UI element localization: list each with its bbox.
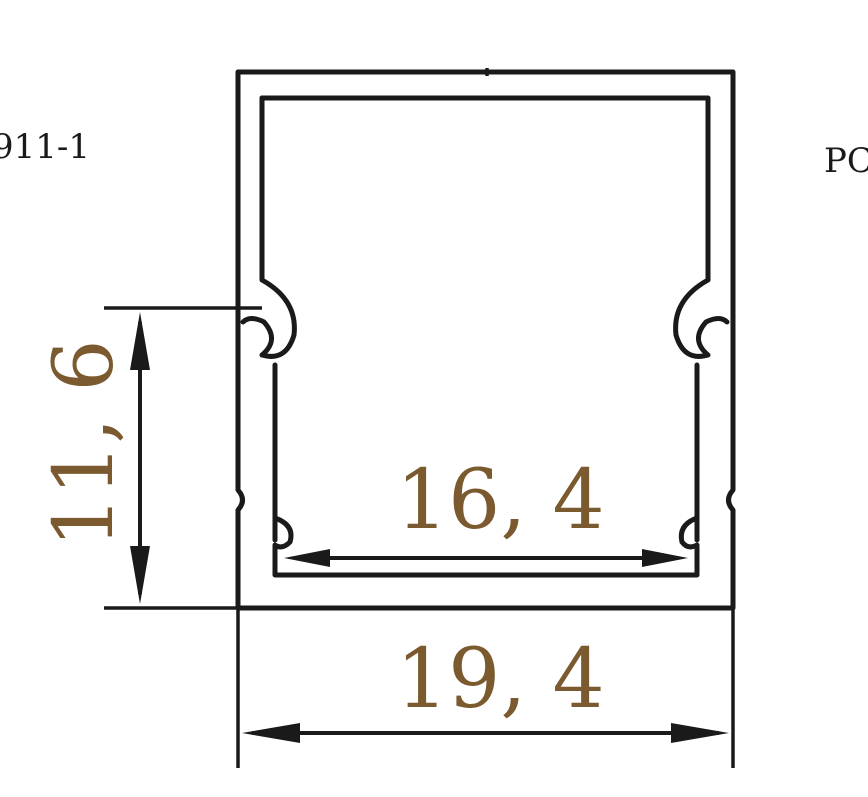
clip-height-arrow-bottom	[130, 546, 150, 604]
inner-tray	[272, 515, 700, 578]
part-code-left-label: 911-1	[0, 127, 90, 167]
inner-profile-wall	[259, 95, 730, 543]
clip-height-arrow-top	[130, 312, 150, 370]
outer-width-arrow-left	[242, 723, 300, 743]
inner-width-label: 16, 4	[396, 453, 605, 548]
outer-width-label: 19, 4	[396, 632, 605, 727]
outer-width-arrow-right	[671, 723, 729, 743]
inner-profile-left-side	[240, 95, 297, 543]
inner-width-arrow-right	[642, 549, 688, 567]
inner-width-arrow-left	[284, 549, 330, 567]
clip-height-label: 11, 6	[37, 339, 132, 548]
part-code-right-label: PC	[824, 141, 868, 181]
